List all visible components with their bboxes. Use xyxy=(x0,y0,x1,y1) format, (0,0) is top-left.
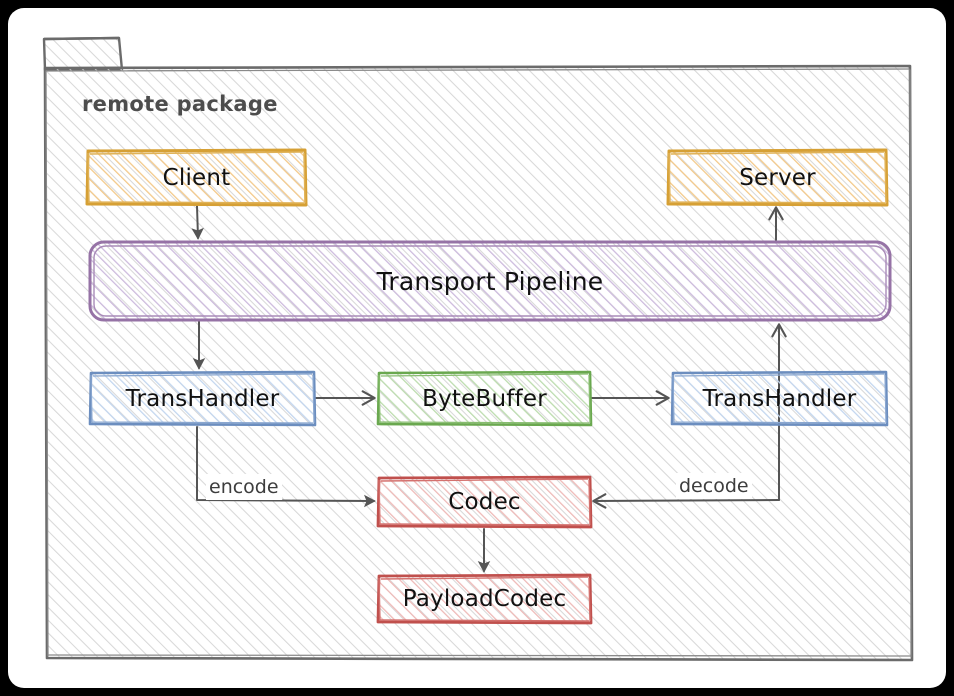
node-payloadcodec[interactable] xyxy=(376,573,593,625)
edges-layer xyxy=(191,205,787,573)
node-transport-pipeline[interactable] xyxy=(88,240,892,322)
node-codec[interactable] xyxy=(376,475,593,529)
package-title: remote package xyxy=(82,92,278,116)
node-transhandler-left[interactable] xyxy=(88,370,317,427)
edge-client-to-pipeline xyxy=(191,205,204,240)
node-client[interactable] xyxy=(85,148,308,207)
edge-transhandler1-to-codec xyxy=(196,426,376,508)
package-container xyxy=(42,36,914,662)
node-transhandler-right[interactable] xyxy=(670,370,889,427)
edge-transhandler2-to-codec xyxy=(592,493,780,509)
node-bytebuffer[interactable] xyxy=(376,370,593,427)
node-server[interactable] xyxy=(666,148,889,207)
